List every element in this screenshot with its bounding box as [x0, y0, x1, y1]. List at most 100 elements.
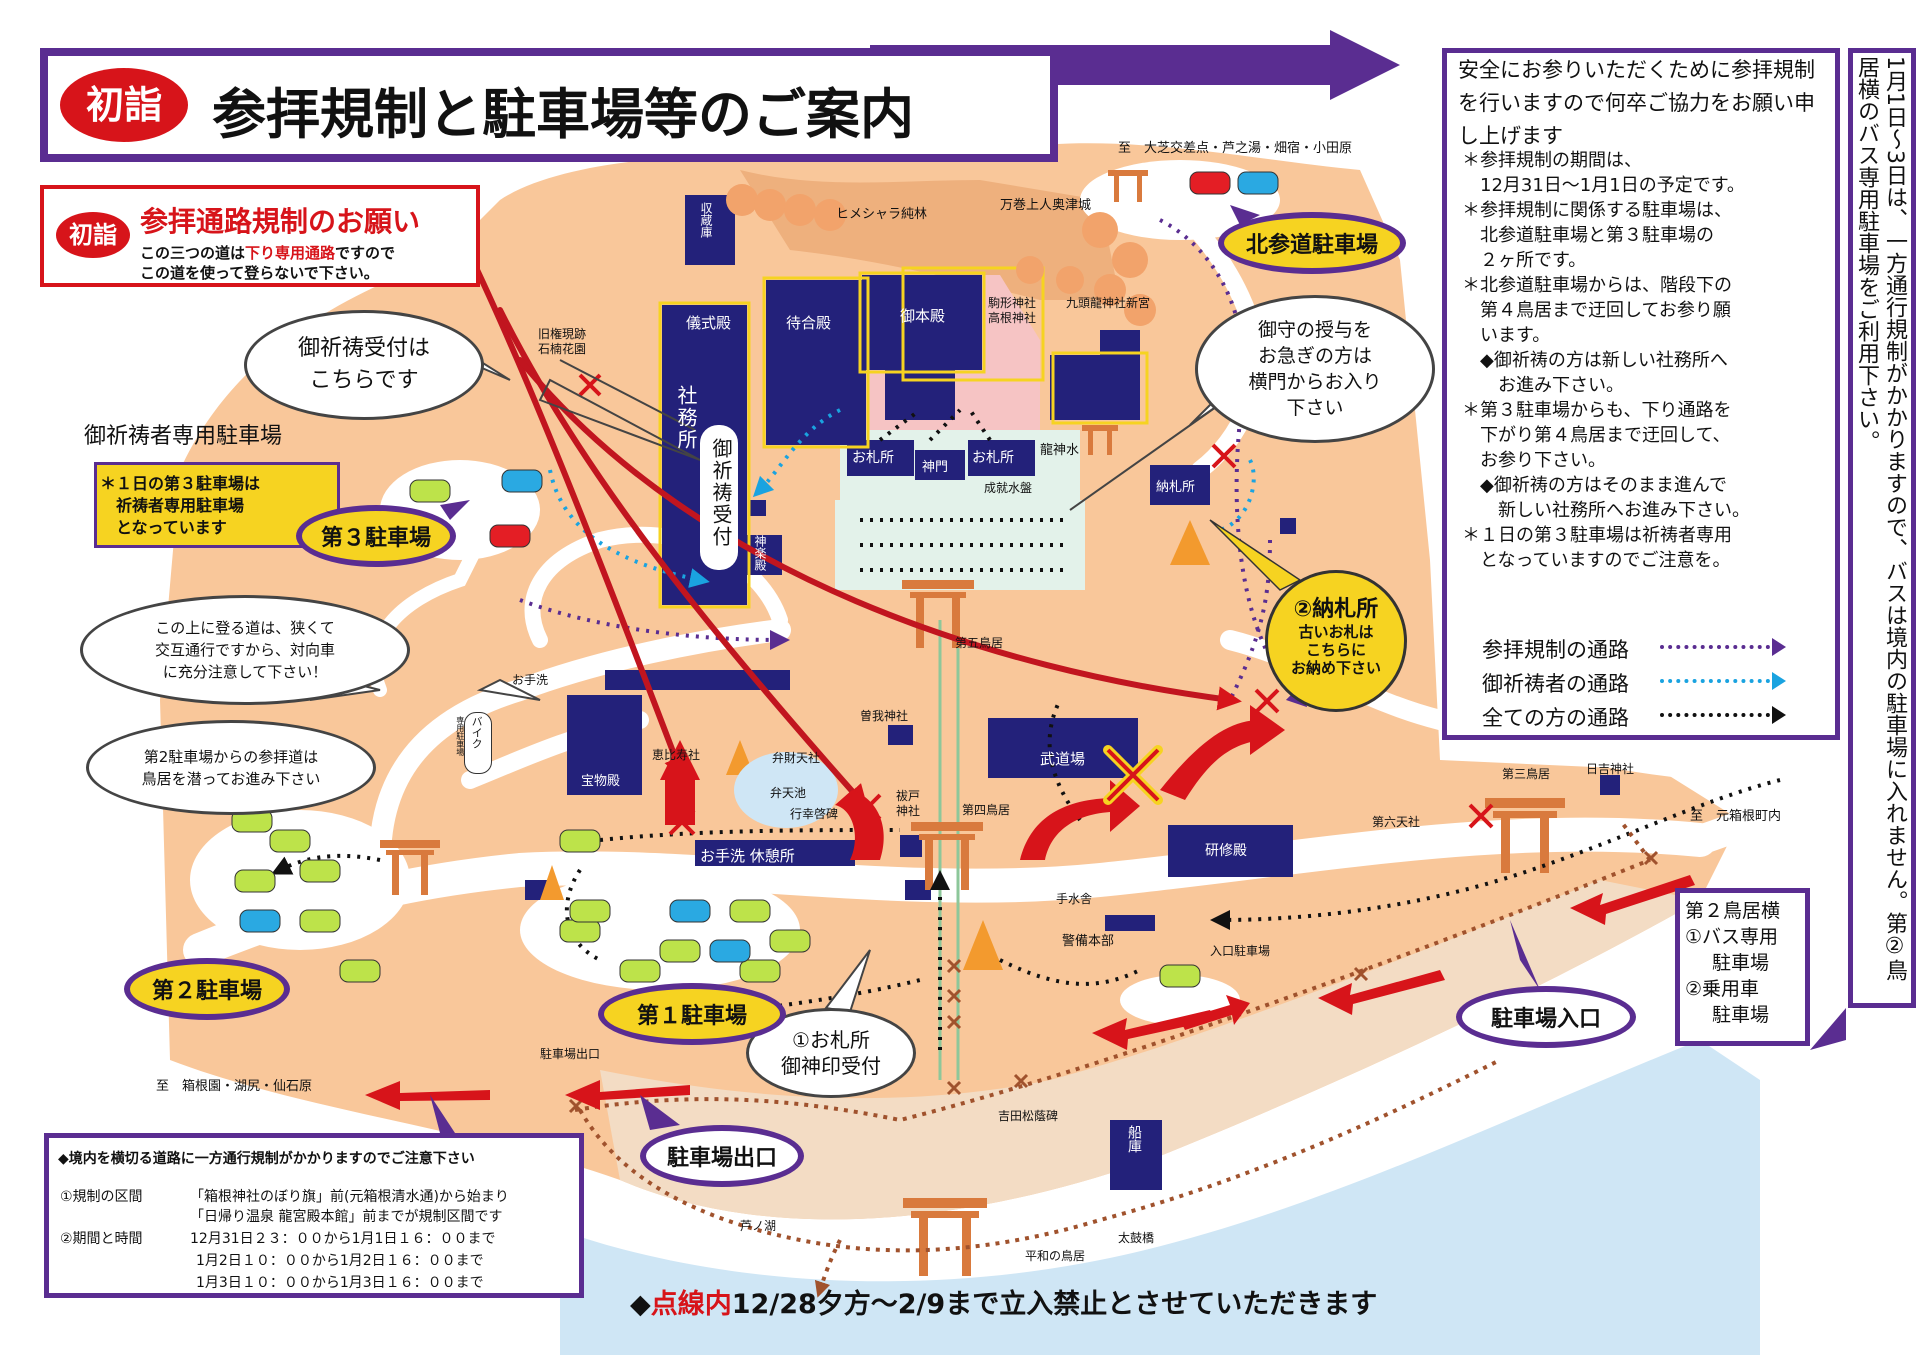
info-note-line: 第４鳥居まで迂回してお参り願 [1462, 300, 1731, 321]
label-bike: バイク [470, 716, 484, 749]
noufuda-pointer [1209, 519, 1302, 591]
bld-otearai: お手洗 休憩所 [700, 847, 795, 865]
north-tail [1230, 205, 1260, 225]
legend-label: 全ての方の通路 [1482, 706, 1629, 730]
info-note-line: います。 [1462, 325, 1551, 346]
general-route [271, 408, 1781, 1050]
page-title: 参拝規制と駐車場等のご案内 [212, 83, 914, 146]
prayer-note-line1: ＊１日の第３駐車場は [100, 474, 261, 493]
label-temizusha: 手水舎 [1056, 892, 1093, 906]
legend-arrow-icon [1772, 638, 1786, 656]
bld-homotsuden: 宝物殿 [581, 774, 621, 789]
label-mankan: 万巻上人奥津城 [1000, 198, 1092, 213]
bus-box-line3: ②乗用車 [1685, 978, 1760, 1000]
bld-gohonden: 御本殿 [900, 307, 946, 325]
regulation-title: ◆境内を横切る道路に一方通行規制がかかりますのでご注意下さい [58, 1151, 475, 1167]
label-benten: 弁天池 [770, 786, 807, 800]
info-note-line: 下がり第４鳥居まで迂回して、 [1462, 425, 1731, 446]
label-daiyon: 第四鳥居 [962, 803, 1011, 817]
bld-shinmon: 神門 [922, 460, 949, 475]
entrance-tail [1510, 920, 1540, 990]
legend-line [1660, 645, 1770, 649]
info-note-line: ◆御祈祷の方は新しい社務所へ [1462, 350, 1728, 371]
p2-route-callout: 第2駐車場からの参拝道は 鳥居を潜ってお進み下さい [86, 720, 376, 815]
label-otearai: お手洗 [512, 673, 549, 687]
info-note-line: 12月31日～1月1日の予定です。 [1462, 175, 1745, 196]
omamori-pointer [1069, 389, 1241, 511]
bus-parking-box [1675, 888, 1810, 1046]
regulation-l2a: 12月31日２３：００から1月1日１６：００まで [190, 1231, 496, 1247]
restricted-boundary [574, 818, 1652, 1298]
info-note-line: ２ヶ所です。 [1462, 250, 1587, 271]
prayer-note-line3: となっています [100, 518, 227, 537]
info-note-line: ＊参拝規制に関係する駐車場は、 [1462, 200, 1732, 221]
label-parking-exit: 駐車場出口 [540, 1047, 601, 1061]
legend-arrow-icon [1772, 706, 1786, 724]
bld-ofudasho-right: お札所 [972, 450, 1014, 466]
bld-goki: 御祈祷受付 [709, 438, 733, 548]
benten-pond [734, 752, 838, 828]
footer-red: 点線内 [650, 1289, 732, 1320]
info-note-line: ＊１日の第３駐車場は祈祷者専用 [1462, 525, 1732, 546]
goki-pill [700, 425, 738, 570]
label-haraido-2: 神社 [896, 804, 921, 818]
info-note-line: ◆御祈祷の方はそのまま進んで [1462, 475, 1727, 496]
label-kuzuryu: 九頭龍神社新宮 [1066, 296, 1151, 310]
p3-parking-label: 第３駐車場 [296, 505, 456, 567]
tree-row [726, 184, 1156, 326]
bld-nousatsusho: 納札所 [1156, 480, 1196, 495]
prayer-parking-label: 御祈祷者専用駐車場 [84, 424, 283, 449]
label-daisan: 第三鳥居 [1502, 767, 1551, 781]
label-ashinoko: 芦ノ湖 [740, 1219, 777, 1233]
label-soga: 曽我神社 [860, 709, 909, 723]
noufuda-line3: お納め下さい [1290, 659, 1381, 677]
label-yoshida: 吉田松蔭碑 [998, 1109, 1059, 1123]
info-note-line: お参り下さい。 [1462, 450, 1606, 471]
info-panel [1442, 48, 1840, 740]
noufuda-callout: ②納札所 古いお札は こちらに お納め下さい [1265, 570, 1407, 712]
buildings [525, 195, 1620, 1190]
label-iriguchi: 入口駐車場 [1210, 944, 1271, 958]
prayer-note-line2: 祈祷者専用駐車場 [100, 496, 245, 515]
stairs [938, 620, 960, 1080]
vert-pointer [1810, 1008, 1846, 1050]
label-heiwa: 平和の鳥居 [1025, 1249, 1086, 1263]
cedar-trees [540, 520, 1210, 970]
footer-rest: 12/28夕方～2/9まで立入禁止とさせていただきます [731, 1289, 1378, 1320]
bld-kaguraden: 神楽殿 [753, 535, 767, 571]
bld-ofudasho-left: お札所 [852, 450, 894, 466]
label-kyugonken: 旧権現跡 [538, 327, 587, 341]
request-line-1: この三つの道は下り専用通路ですので [140, 242, 395, 263]
bus-box-line4: 駐車場 [1712, 1004, 1770, 1026]
request-line-1-red: 下り専用通路 [245, 244, 336, 262]
regulation-l1a: 「箱根神社のぼり旗」前(元箱根清水通)から始まり [190, 1189, 509, 1205]
footer-diamond: ◆ [630, 1289, 651, 1320]
info-note-line: ＊北参道駐車場からは、階段下の [1462, 275, 1732, 296]
request-badge: 初詣 [56, 212, 130, 258]
parking-entrance-label: 駐車場入口 [1456, 986, 1636, 1048]
downhill-arrows [467, 252, 1242, 809]
north-parking-label: 北参道駐車場 [1218, 212, 1406, 274]
kito-pointer [559, 359, 696, 431]
omamori-callout: 御守の授与を お急ぎの方は 横門からお入り 下さい [1195, 295, 1435, 443]
label-to-right: 至 元箱根町内 [1690, 809, 1782, 824]
legend-line [1660, 679, 1770, 683]
label-dairoku: 第六天社 [1372, 815, 1421, 829]
legend-label: 参拝規制の通路 [1482, 638, 1629, 662]
bld-shuzoko: 収蔵庫 [699, 202, 713, 238]
bld-gishikiden: 儀式殿 [686, 314, 732, 332]
info-intro: 安全にお参りいただくために参拝規制を行いますので何卒ご協力をお願い申し上げます [1458, 58, 1815, 148]
building-outlines [658, 266, 1149, 609]
label-takane: 高根神社 [988, 311, 1037, 325]
noufuda-line1: 古いお札は [1298, 623, 1374, 641]
info-note-line: ＊第３駐車場からも、下り通路を [1462, 400, 1732, 421]
p1-parking-label: 第１駐車場 [598, 983, 786, 1045]
shore-area [600, 880, 1700, 1220]
kito-callout: 御祈祷受付は こちらです [244, 310, 484, 420]
prayer-route [548, 408, 1256, 588]
cars [231, 171, 1279, 988]
bus-notice-text: 1月1日～3日は、一方通行規制がかかりますので、バスは境内の駐車場に入れません。… [1854, 56, 1907, 981]
p2-parking-label: 第２駐車場 [124, 958, 290, 1020]
bld-shamusho: 社務所 [674, 385, 698, 451]
legend-arrow-icon [1772, 672, 1786, 690]
